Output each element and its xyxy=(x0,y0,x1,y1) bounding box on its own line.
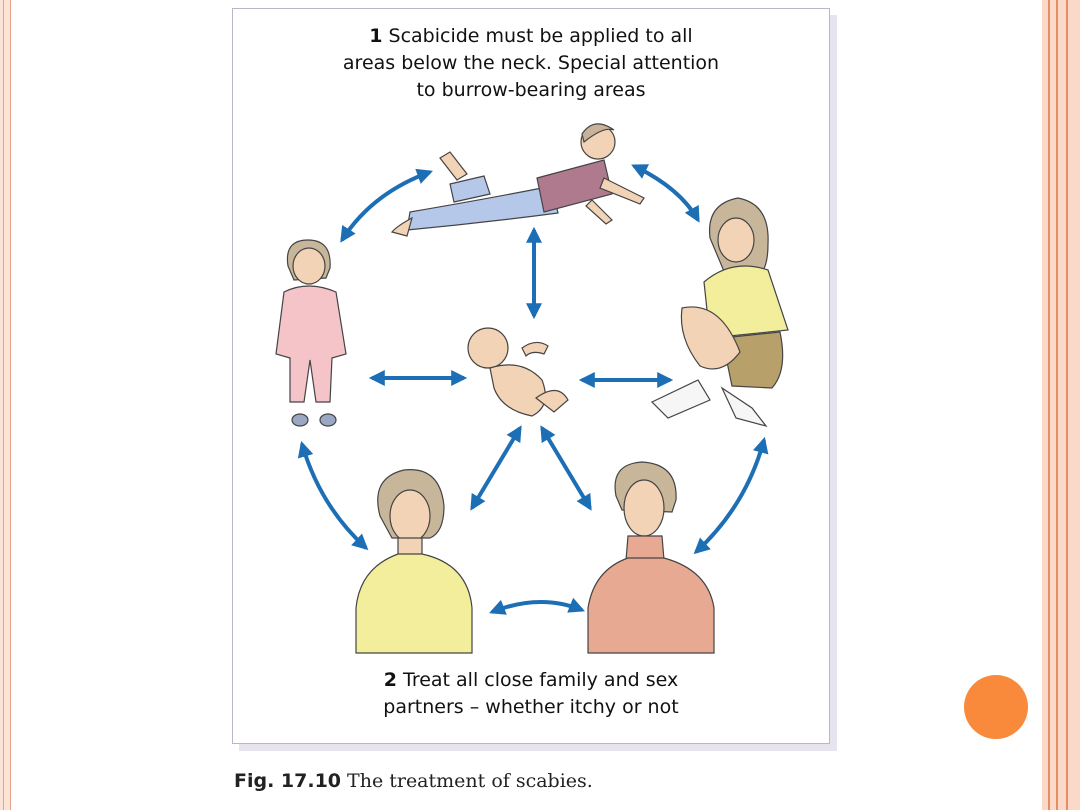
accent-dot xyxy=(964,675,1028,739)
arrow-girl-man xyxy=(693,436,769,555)
lying-child-figure-icon xyxy=(390,123,645,237)
figure-caption-text: The treatment of scabies. xyxy=(347,770,593,792)
arrow-toddler-woman xyxy=(297,440,369,551)
arrow-baby-woman xyxy=(470,425,522,511)
bottom-caption-line-1: Treat all close family and sex xyxy=(403,669,679,691)
arrow-woman-man xyxy=(489,597,585,615)
baby-figure-icon xyxy=(467,327,569,417)
man-figure-icon xyxy=(587,461,715,654)
bottom-caption: 2 Treat all close family and sex partners… xyxy=(233,667,829,721)
top-caption-line-3: to burrow-bearing areas xyxy=(416,79,646,101)
arrow-lying-girl xyxy=(631,164,700,223)
top-caption-number: 1 xyxy=(369,25,383,47)
bottom-caption-number: 2 xyxy=(383,669,397,691)
toddler-figure-icon xyxy=(275,239,347,427)
woman-figure-icon xyxy=(355,469,473,654)
top-caption-line-1: Scabicide must be applied to all xyxy=(388,25,693,47)
slide-frame-left xyxy=(0,0,11,810)
girl-figure-icon xyxy=(650,197,789,428)
arrow-lying-toddler xyxy=(340,168,434,243)
figure-caption-label: Fig. 17.10 xyxy=(234,770,342,792)
bottom-caption-line-2: partners – whether itchy or not xyxy=(383,696,679,718)
arrow-baby-man xyxy=(540,425,592,511)
scabies-treatment-illustration xyxy=(275,123,789,654)
top-caption-line-2: areas below the neck. Special attention xyxy=(342,52,720,74)
slide-frame-right xyxy=(1042,0,1080,810)
